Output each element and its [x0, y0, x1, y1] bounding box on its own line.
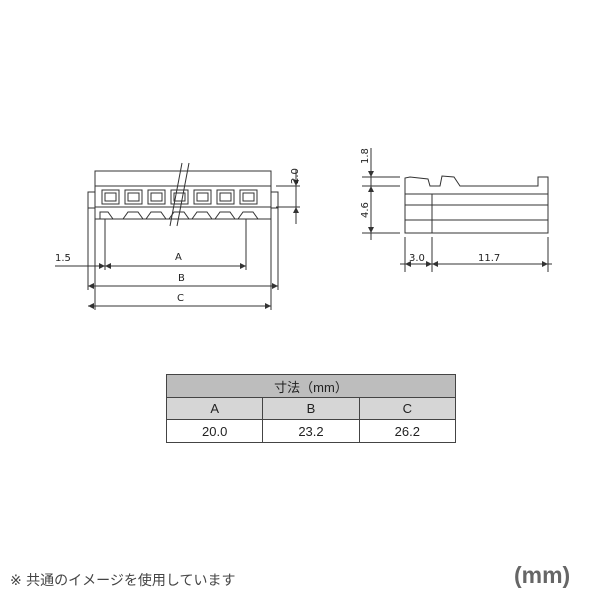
front-view	[55, 162, 300, 310]
dimension-table: 寸法（mm） A B C 20.0 23.2 26.2	[165, 374, 457, 443]
header-a: A	[165, 397, 264, 420]
pin-windows	[101, 189, 258, 205]
footnote: ※ 共通のイメージを使用しています	[10, 573, 236, 589]
value-b: 23.2	[262, 419, 360, 443]
value-a: 20.0	[165, 419, 264, 443]
unit-label: (mm)	[514, 562, 571, 588]
dim-b: B	[178, 273, 185, 284]
table-title: 寸法（mm）	[166, 374, 456, 398]
arrowheads	[88, 171, 548, 309]
dim-side-top: 1.8	[360, 148, 371, 164]
header-b: B	[262, 397, 360, 420]
header-c: C	[358, 397, 457, 420]
dim-pitch: 1.5	[55, 253, 71, 264]
dim-c: C	[177, 293, 184, 304]
dim-side-depth: 11.7	[478, 253, 500, 264]
dim-side-front: 3.0	[409, 253, 425, 264]
dim-a: A	[175, 252, 182, 263]
dim-height: 2.0	[290, 168, 301, 184]
side-view	[362, 148, 552, 272]
value-c: 26.2	[358, 419, 457, 443]
dim-side-mid: 4.6	[360, 202, 371, 218]
